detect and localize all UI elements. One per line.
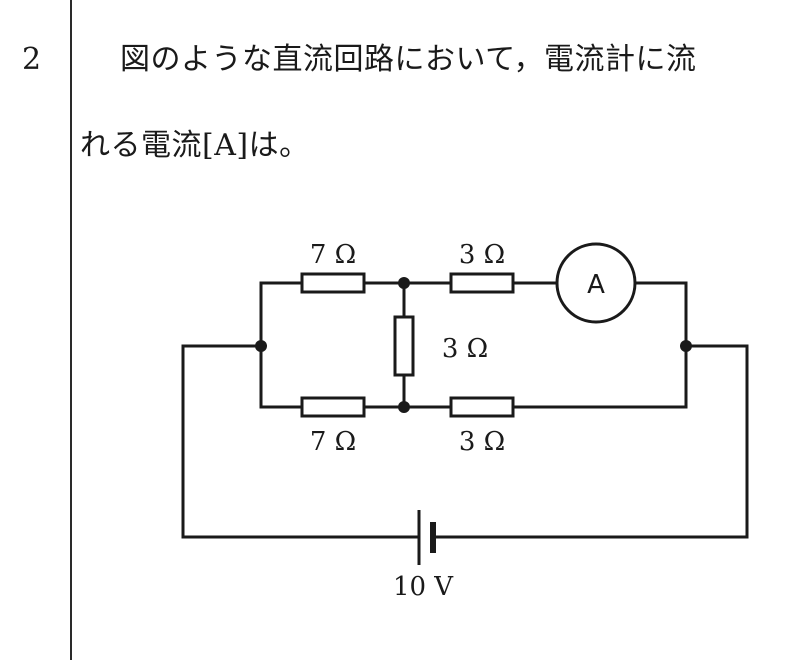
junction-top-middle	[398, 277, 410, 289]
resistor-bottom-left	[300, 396, 366, 418]
label-resistor-top-right: 3 Ω	[459, 240, 505, 270]
resistor-bottom-right	[449, 396, 515, 418]
question-text-line-1: 図のような直流回路において，電流計に流	[120, 42, 697, 77]
label-battery-voltage: 10 V	[393, 572, 454, 602]
ammeter-icon	[555, 242, 637, 324]
ammeter-label: A	[587, 270, 605, 300]
junction-bottom-middle	[398, 401, 410, 413]
label-resistor-bottom-left: 7 Ω	[310, 427, 356, 457]
question-text-line-2: れる電流[A]は。	[80, 128, 310, 163]
label-resistor-bottom-right: 3 Ω	[459, 427, 505, 457]
junction-left	[255, 340, 267, 352]
resistor-top-right	[449, 272, 515, 294]
resistor-middle	[393, 315, 415, 377]
margin-divider-line	[70, 0, 72, 660]
label-resistor-middle: 3 Ω	[442, 334, 488, 364]
question-number: 2	[22, 42, 42, 77]
label-resistor-top-left: 7 Ω	[310, 240, 356, 270]
resistor-top-left	[300, 272, 366, 294]
junction-right	[680, 340, 692, 352]
